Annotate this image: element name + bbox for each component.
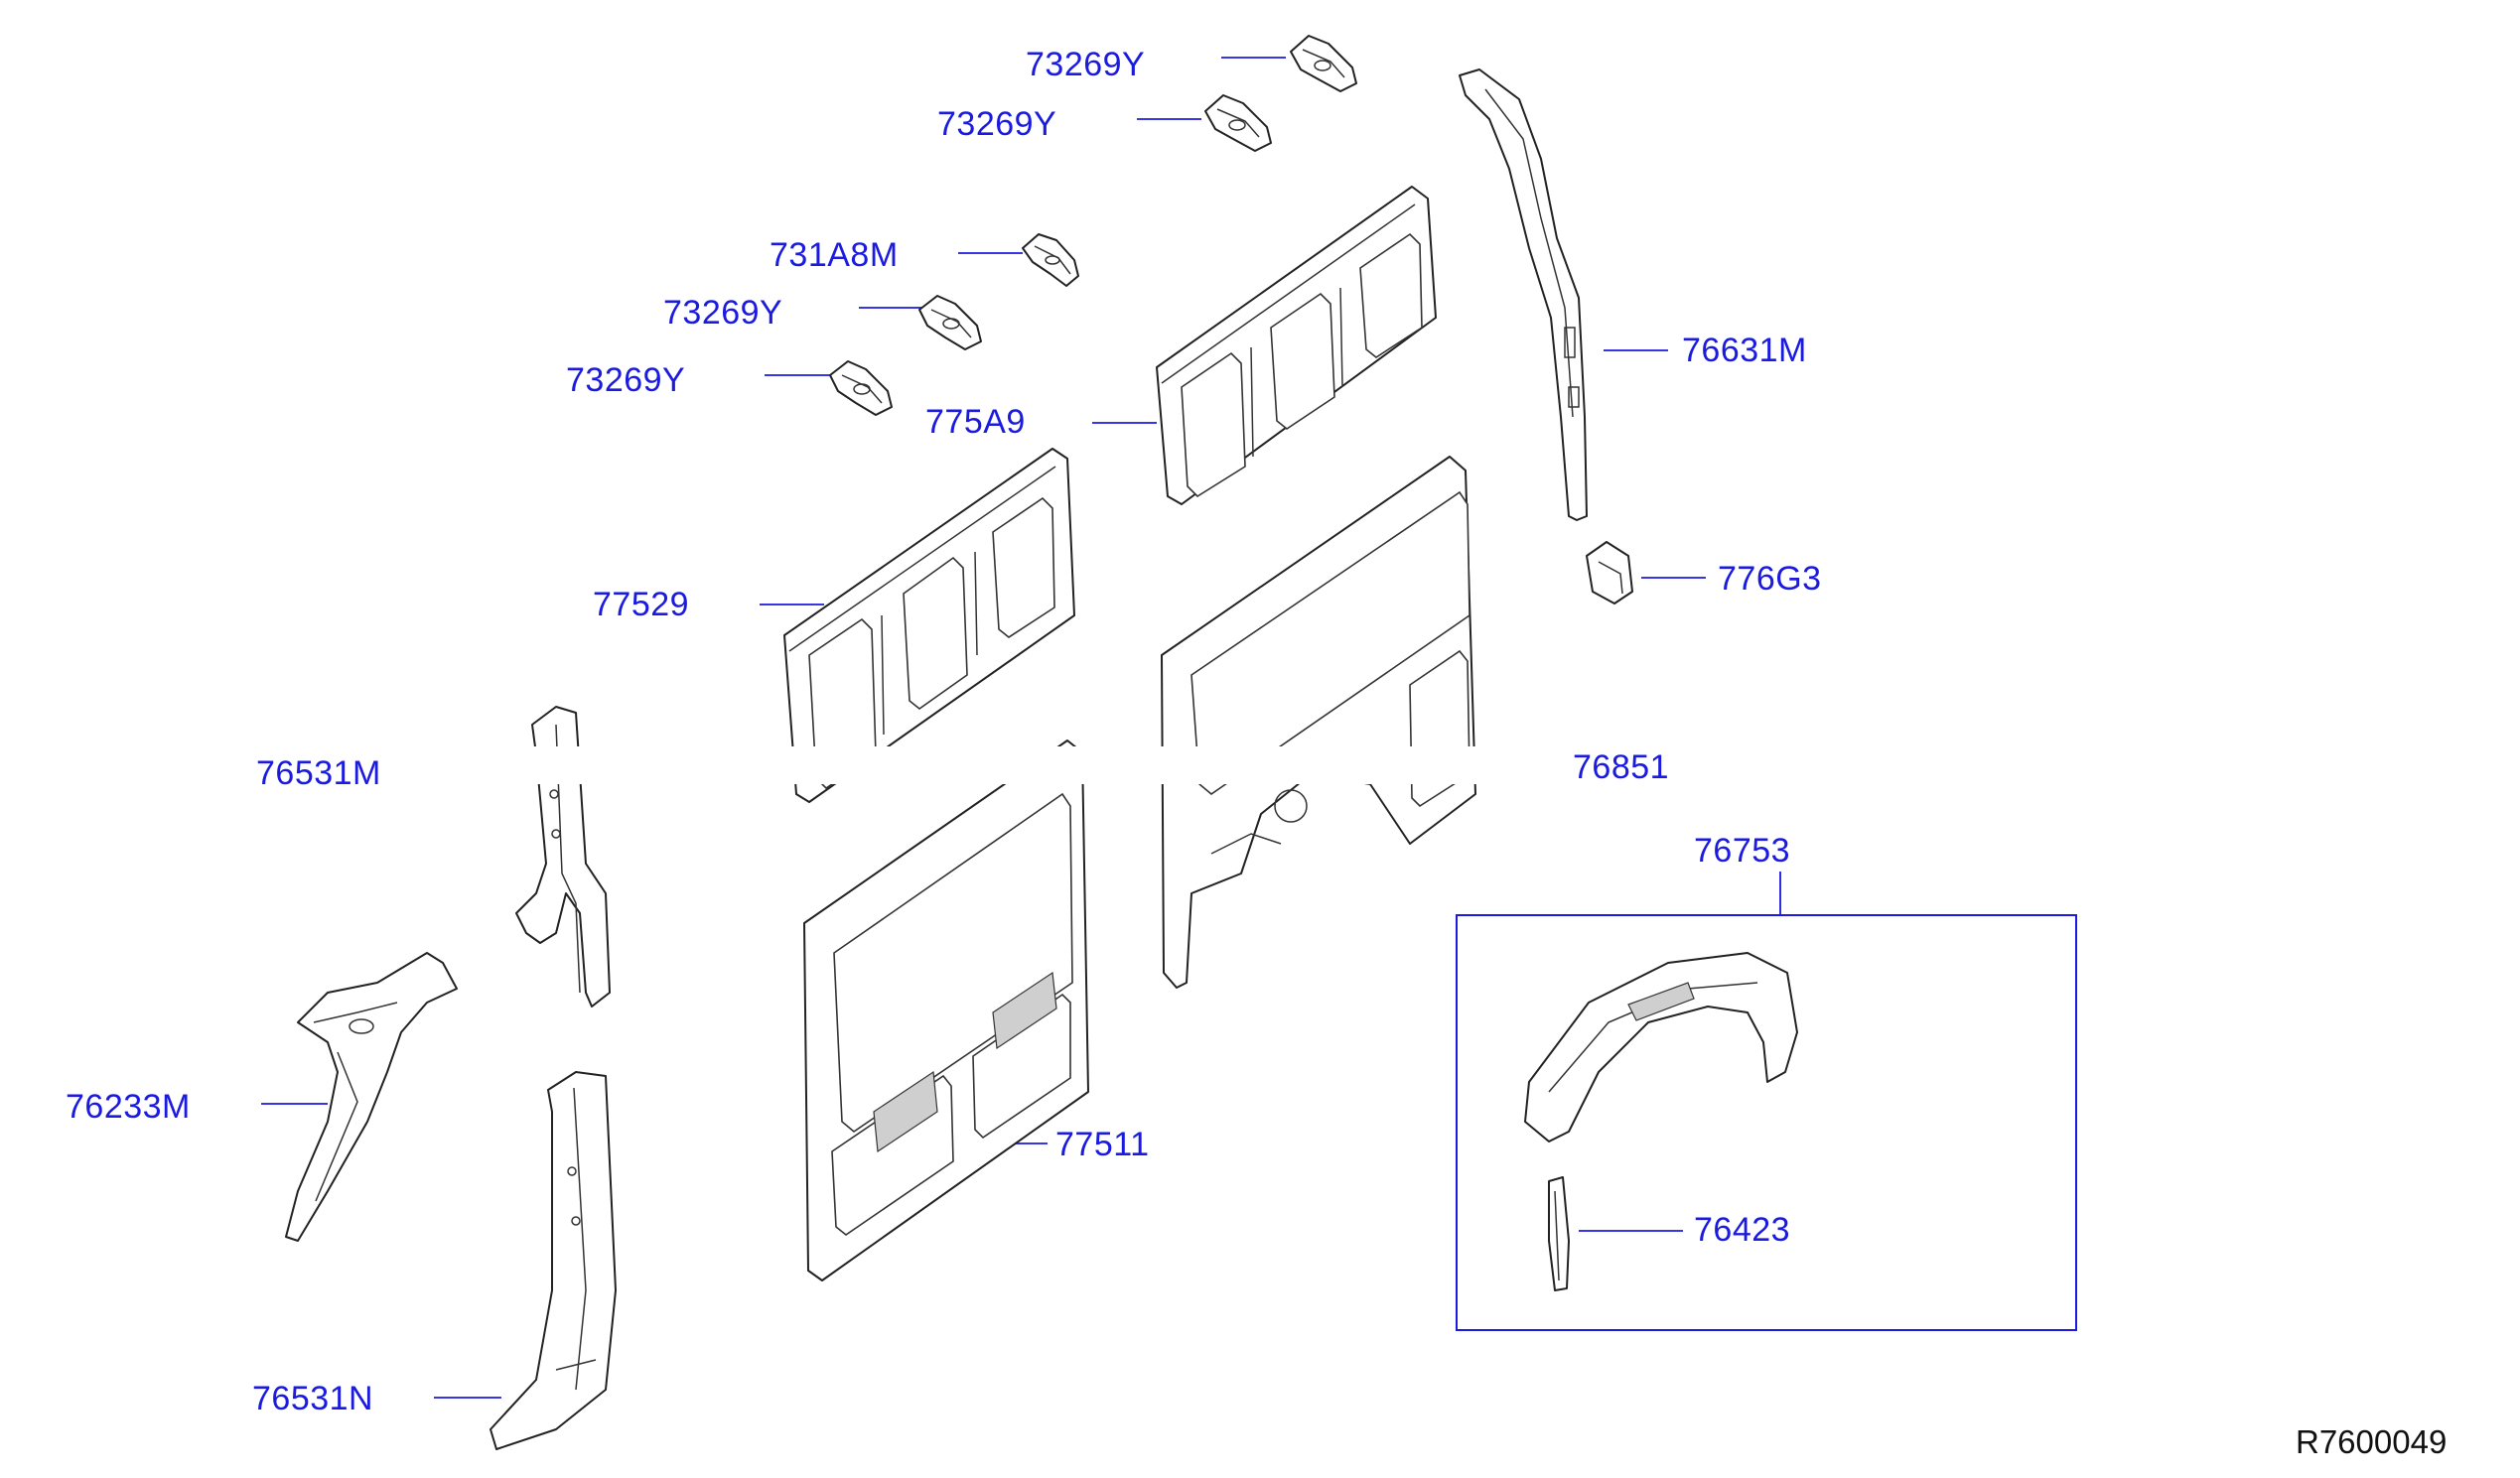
side-panel-76851	[1161, 456, 1476, 989]
side-panel-77511	[803, 739, 1089, 1281]
pillar-76531n	[490, 1071, 617, 1450]
callout-76631m[interactable]: 76631M	[1682, 332, 1807, 369]
bracket-73269y-3	[918, 295, 982, 350]
wheelhouse-76753	[1524, 952, 1798, 1142]
callout-731a8m[interactable]: 731A8M	[770, 236, 899, 274]
bracket-731a8m	[1022, 233, 1079, 287]
callout-77529[interactable]: 77529	[593, 586, 690, 623]
bracket-73269y-4	[829, 360, 893, 416]
pillar-76233m	[285, 952, 458, 1242]
callout-73269y-1[interactable]: 73269Y	[1026, 46, 1146, 83]
callout-76851[interactable]: 76851	[1573, 748, 1670, 786]
callout-76531m[interactable]: 76531M	[256, 754, 381, 792]
callout-76753[interactable]: 76753	[1694, 832, 1791, 870]
occlusion-band	[238, 746, 1549, 784]
callout-73269y-3[interactable]: 73269Y	[663, 294, 783, 332]
callout-775a9[interactable]: 775A9	[925, 403, 1026, 441]
callout-77511[interactable]: 77511	[1055, 1126, 1150, 1163]
callout-76531n[interactable]: 76531N	[252, 1380, 374, 1417]
bracket-73269y-2	[1204, 94, 1272, 152]
diagram-reference-code: R7600049	[2296, 1423, 2448, 1460]
bracket-73269y-1	[1290, 35, 1357, 92]
callout-76233m[interactable]: 76233M	[66, 1088, 191, 1126]
callout-76423[interactable]: 76423	[1694, 1211, 1791, 1249]
upper-panel-775a9	[1156, 186, 1437, 505]
brace-76423	[1548, 1176, 1570, 1291]
callout-73269y-2[interactable]: 73269Y	[937, 105, 1057, 143]
callout-73269y-4[interactable]: 73269Y	[566, 361, 686, 399]
callout-776g3[interactable]: 776G3	[1718, 560, 1822, 598]
panel-77529	[783, 448, 1075, 803]
kit-group-box	[1456, 914, 2077, 1331]
pillar-76631m	[1459, 68, 1588, 521]
bracket-776g3	[1586, 541, 1633, 605]
